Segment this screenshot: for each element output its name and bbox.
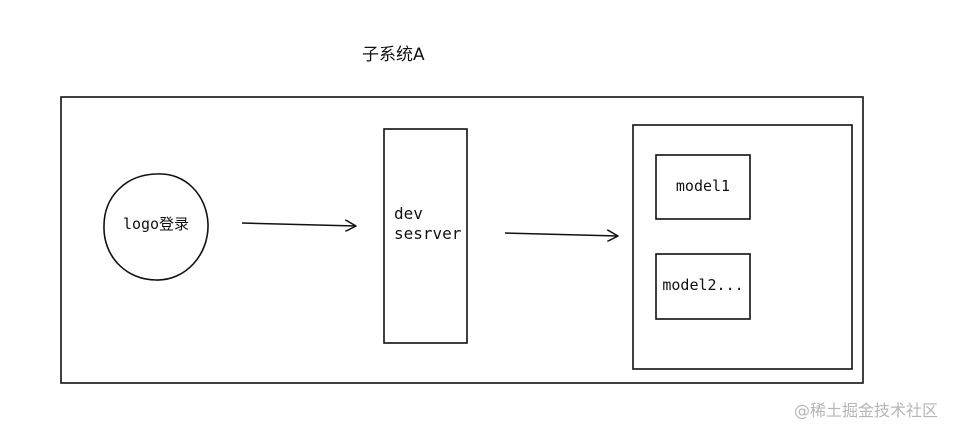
- devserver-label-line1: dev: [394, 204, 423, 223]
- model1-label: model1: [675, 177, 731, 195]
- devserver-box: [383, 128, 468, 344]
- model2-box: [655, 253, 751, 320]
- models-container: [632, 124, 853, 370]
- devserver-label: dev sesrver: [394, 204, 461, 244]
- watermark: @稀土掘金技术社区: [793, 401, 938, 420]
- arrow-login-to-devserver: [241, 223, 356, 226]
- login-label: logo登录: [122, 215, 190, 233]
- subsystem-box: [60, 96, 864, 384]
- login-circle: [103, 173, 209, 281]
- devserver-label-line2: sesrver: [394, 224, 462, 243]
- model2-label: model2...: [662, 276, 744, 294]
- diagram-title: 子系统A: [362, 45, 425, 65]
- model1-box: [655, 154, 751, 220]
- arrow-devserver-to-models: [504, 233, 618, 236]
